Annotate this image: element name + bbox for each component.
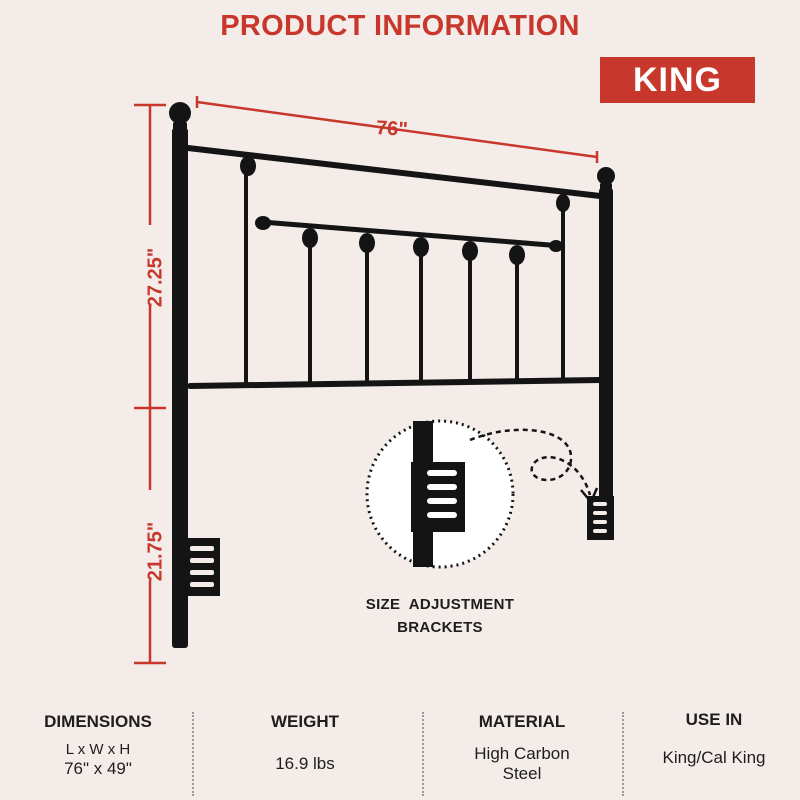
- headboard-illustration: [134, 96, 615, 665]
- size-badge: KING: [600, 57, 755, 103]
- spec-divider: [192, 712, 194, 796]
- spec-use-in: USE IN King/Cal King: [634, 700, 794, 768]
- spec-dimensions: DIMENSIONS L x W x H 76" x 49": [18, 700, 178, 779]
- arrow-head-icon: [580, 487, 599, 505]
- spec-sublabel: L x W x H: [65, 741, 131, 758]
- bottom-rail: [187, 377, 603, 389]
- top-rail: [185, 145, 603, 199]
- spec-value-line-1: High Carbon: [474, 744, 570, 763]
- left-post: [172, 128, 188, 648]
- headboard-frame: [169, 102, 615, 648]
- width-dimension-line: [196, 100, 598, 159]
- spec-heading: USE IN: [685, 710, 743, 729]
- callout-line-1: SIZE ADJUSTMENT: [365, 596, 515, 613]
- lower-height-label: 21.75": [144, 521, 167, 582]
- right-post-finial: [597, 167, 615, 185]
- dimension-lines: [134, 96, 599, 665]
- spec-value: 16.9 lbs: [275, 754, 335, 773]
- spec-bar: DIMENSIONS L x W x H 76" x 49" WEIGHT 16…: [0, 700, 800, 800]
- spec-value: King/Cal King: [662, 748, 766, 767]
- spec-weight: WEIGHT 16.9 lbs: [225, 700, 385, 774]
- spec-material: MATERIAL High Carbon Steel: [442, 700, 602, 784]
- left-bracket: [178, 538, 220, 596]
- spindle-knobs: [240, 156, 570, 265]
- spec-divider: [622, 712, 624, 796]
- spec-value-line-2: Steel: [502, 764, 542, 783]
- width-dimension-label: 76": [375, 117, 409, 141]
- spec-divider: [422, 712, 424, 796]
- spec-heading: MATERIAL: [478, 712, 566, 731]
- bracket-callout-label: SIZE ADJUSTMENT BRACKETS: [355, 593, 525, 639]
- bracket-zoom-circle: [365, 419, 515, 569]
- left-post-finial: [169, 102, 191, 124]
- page-title: PRODUCT INFORMATION: [220, 10, 580, 42]
- headboard-rails: [185, 145, 603, 389]
- right-post: [599, 188, 613, 540]
- upper-height-label: 27.25": [144, 247, 167, 308]
- middle-rail: [259, 219, 565, 249]
- dashed-arrow-icon: [469, 428, 592, 496]
- spec-heading: DIMENSIONS: [44, 712, 152, 731]
- spec-heading: WEIGHT: [271, 712, 339, 731]
- spec-value: 76" x 49": [64, 759, 132, 778]
- callout-line-2: BRACKETS: [397, 619, 483, 636]
